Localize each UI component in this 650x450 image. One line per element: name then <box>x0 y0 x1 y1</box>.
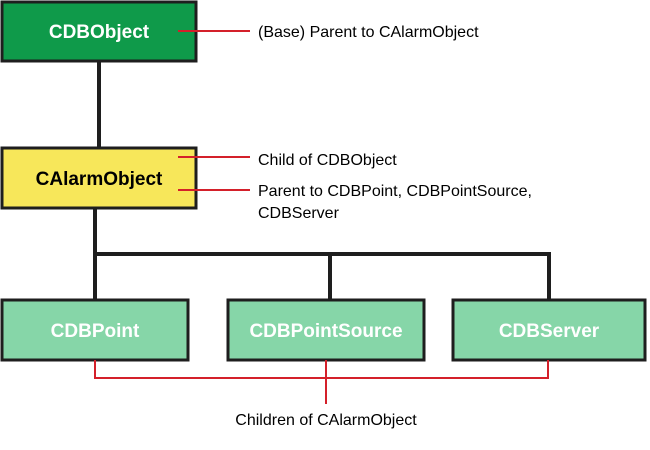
node-cdbpointsource: CDBPointSource <box>226 298 426 362</box>
node-cdbobject-box <box>0 0 198 63</box>
node-cdbserver-box <box>451 298 647 362</box>
node-cdbserver: CDBServer <box>451 298 647 362</box>
node-cdbserver-label: CDBServer <box>499 321 600 342</box>
node-cdbpointsource-label: CDBPointSource <box>249 321 402 342</box>
middle-child-note-text: Child of CDBObject <box>258 152 397 169</box>
middle-parent-note-text-line2: CDBServer <box>258 205 340 222</box>
node-cdbobject: CDBObject <box>0 0 198 63</box>
hierarchy-connectors <box>93 60 551 302</box>
root-note-text: (Base) Parent to CAlarmObject <box>258 24 479 41</box>
annotation-connectors <box>94 30 549 404</box>
middle-parent-note-text-line1: Parent to CDBPoint, CDBPointSource, <box>258 183 532 200</box>
node-cdbpoint: CDBPoint <box>0 298 190 362</box>
node-calarmobject-label: CAlarmObject <box>36 169 163 190</box>
node-cdbpoint-box <box>0 298 190 362</box>
node-cdbobject-label: CDBObject <box>49 22 150 43</box>
node-calarmobject-box <box>0 146 198 210</box>
children-bracket <box>94 360 549 379</box>
node-calarmobject: CAlarmObject <box>0 146 198 210</box>
node-cdbpoint-label: CDBPoint <box>51 321 140 342</box>
children-note-text: Children of CAlarmObject <box>235 412 417 429</box>
